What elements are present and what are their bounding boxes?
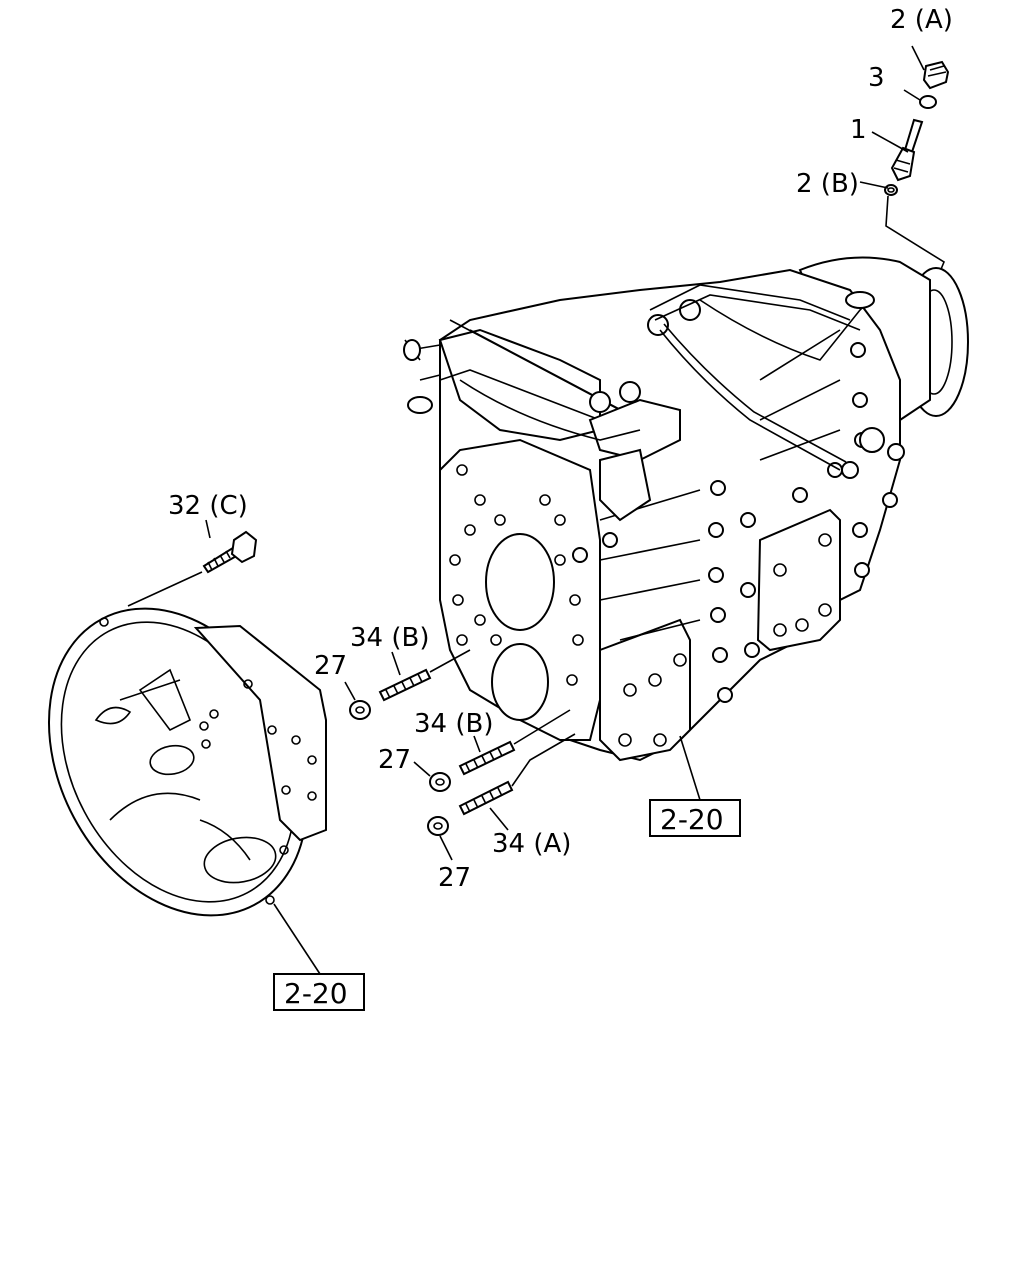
stud-part-34b-upper bbox=[378, 649, 471, 702]
callout-32c: 32 (C) bbox=[168, 491, 248, 521]
reference-label-transmission: 2-20 bbox=[660, 803, 724, 836]
reference-label-clutch-housing: 2-20 bbox=[284, 977, 348, 1010]
reference-box-transmission[interactable]: 2-20 bbox=[649, 799, 741, 837]
nut-part-27-upper bbox=[344, 681, 371, 720]
sensor-assembly bbox=[859, 45, 950, 369]
callout-27-lower: 27 bbox=[438, 863, 471, 893]
callout-1: 1 bbox=[850, 115, 867, 145]
nut-part-27-lower bbox=[427, 816, 453, 861]
callout-2b: 2 (B) bbox=[796, 169, 859, 199]
driven-gear-part-1 bbox=[890, 118, 924, 182]
stud-part-34b-lower bbox=[458, 709, 571, 776]
nut-part-27-middle bbox=[413, 761, 451, 792]
callout-34b-upper: 34 (B) bbox=[350, 623, 429, 653]
o-ring-part-3 bbox=[919, 95, 937, 109]
clutch-housing bbox=[48, 607, 327, 917]
callout-2a: 2 (A) bbox=[890, 5, 953, 35]
callout-27-middle: 27 bbox=[378, 745, 411, 775]
callout-34b-lower: 34 (B) bbox=[414, 709, 493, 739]
bolt-part-32c bbox=[127, 519, 258, 607]
sleeve-part-2a bbox=[922, 60, 950, 90]
callout-3: 3 bbox=[868, 63, 885, 93]
reference-box-clutch-housing[interactable]: 2-20 bbox=[273, 973, 365, 1011]
sleeve-part-2b bbox=[884, 184, 898, 196]
callout-27-upper: 27 bbox=[314, 651, 347, 681]
stud-part-34a bbox=[458, 733, 576, 831]
callout-34a: 34 (A) bbox=[492, 829, 571, 859]
transmission-case bbox=[403, 256, 969, 762]
